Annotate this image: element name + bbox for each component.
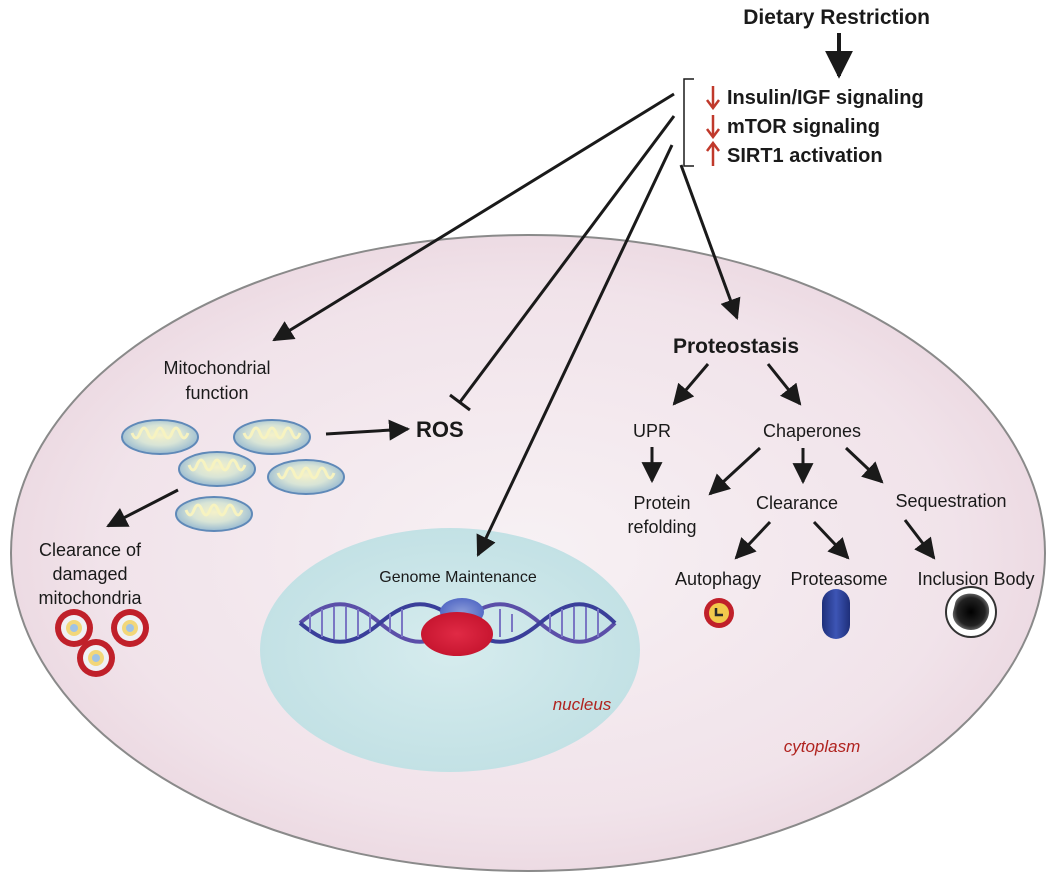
refolding-label: refolding [627, 517, 696, 537]
damaged-mitochondria-icons [55, 609, 149, 677]
chap-to-sequestration-arrow [844, 446, 884, 484]
to-chaperones-arrow [766, 363, 802, 406]
clearance-label: Clearance [756, 493, 838, 513]
clearance-mito-label: Clearance of [39, 540, 142, 560]
signal-label: SIRT1 activation [727, 145, 883, 167]
mitochondrion-icon [178, 451, 256, 487]
mitochondrion-icon [121, 419, 199, 455]
chap-to-refolding-arrow [708, 446, 762, 496]
clearance-mito-label: mitochondria [38, 588, 142, 608]
mito-clearance-arrow [106, 488, 179, 528]
signal-label: mTOR signaling [727, 116, 880, 138]
up-arrow-icon [706, 140, 720, 152]
mito-label: function [185, 383, 248, 403]
sequestration-label: Sequestration [895, 491, 1006, 511]
arrow-to-proteostasis [679, 164, 741, 320]
mitophagosome-icon [111, 609, 149, 647]
ros-label: ROS [416, 417, 464, 442]
autophagosome-icon [704, 598, 734, 628]
mitochondrion-icon [175, 496, 253, 532]
repair-protein-red [421, 612, 493, 656]
nucleus-label: nucleus [553, 695, 612, 714]
proteasome-icon [822, 589, 850, 639]
clearance-mito-label: damaged [52, 564, 127, 584]
inclusion-body-label: Inclusion Body [917, 569, 1034, 589]
autophagy-label: Autophagy [675, 569, 761, 589]
cytoplasm-label: cytoplasm [784, 737, 861, 756]
refolding-label: Protein [633, 493, 690, 513]
mito-to-ros-arrow [325, 419, 411, 441]
mitochondria-group [121, 419, 345, 532]
signals-bracket [683, 78, 694, 167]
dietary-restriction-title: Dietary Restriction [743, 6, 930, 29]
to-inclusion-arrow [903, 519, 936, 560]
arrow-to-genome [476, 144, 674, 557]
proteasome-label: Proteasome [790, 569, 887, 589]
inhibit-ros-bar [449, 393, 471, 412]
mito-label: Mitochondrial [163, 358, 270, 378]
mitophagosome-icon [77, 639, 115, 677]
proteostasis-label: Proteostasis [673, 335, 799, 358]
chaperones-label: Chaperones [763, 421, 861, 441]
upr-label: UPR [633, 421, 671, 441]
mitochondrion-icon [267, 459, 345, 495]
inclusion-body-icon [945, 586, 997, 638]
signal-label: Insulin/IGF signaling [727, 87, 924, 109]
to-proteasome-arrow [812, 520, 850, 560]
to-autophagy-arrow [734, 520, 772, 560]
mitochondrion-icon [233, 419, 311, 455]
inhibit-ros-line [458, 115, 676, 403]
mitophagosome-icon [55, 609, 93, 647]
arrow-to-mitochondria [272, 92, 675, 342]
down-arrow-icon [706, 128, 720, 140]
genome-label: Genome Maintenance [379, 569, 537, 586]
down-arrow-icon [706, 99, 720, 111]
to-upr-arrow [672, 363, 710, 406]
